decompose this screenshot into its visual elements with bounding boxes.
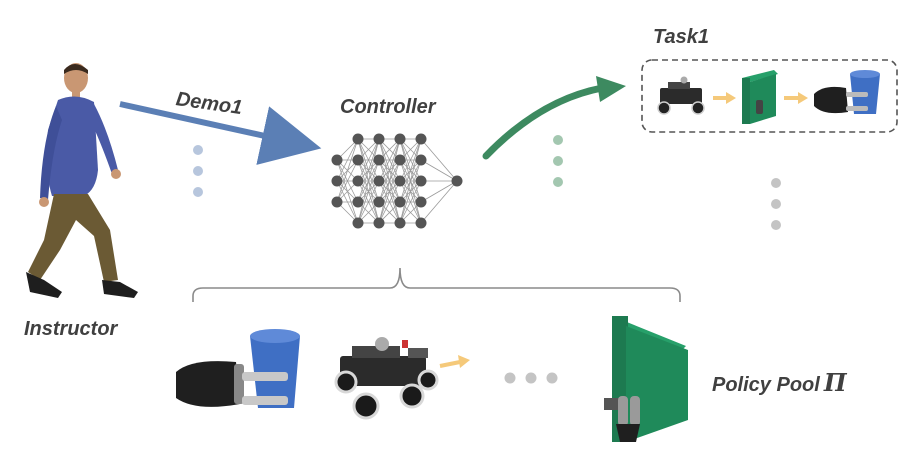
network-edge xyxy=(399,138,422,203)
task-step-arrow-2 xyxy=(784,92,808,104)
policy-pool-text: Policy Pool xyxy=(712,374,820,396)
network-edge xyxy=(420,180,458,224)
network-node xyxy=(415,217,427,229)
network-node xyxy=(373,175,385,187)
instructor-figure xyxy=(26,63,138,298)
pool-robot-car-icon xyxy=(334,337,439,420)
network-node xyxy=(394,154,406,166)
network-edge xyxy=(378,138,401,224)
network-node xyxy=(394,217,406,229)
network-node xyxy=(394,133,406,145)
network-node xyxy=(415,196,427,208)
task-arrow xyxy=(482,76,626,160)
demo-arrow xyxy=(119,101,322,165)
network-node xyxy=(394,196,406,208)
network-node xyxy=(415,133,427,145)
pool-step-arrow xyxy=(439,355,470,368)
network-edge xyxy=(399,159,422,224)
network-node xyxy=(352,175,364,187)
controller-label: Controller xyxy=(340,96,436,118)
network-node xyxy=(373,133,385,145)
network-edge xyxy=(336,138,359,182)
task-door-icon xyxy=(742,70,778,124)
network-node xyxy=(352,196,364,208)
task-ellipsis-dots xyxy=(553,135,563,187)
network-node xyxy=(373,154,385,166)
demo-ellipsis-dots xyxy=(193,145,203,197)
network-node xyxy=(415,154,427,166)
network-node xyxy=(352,154,364,166)
network-node xyxy=(373,196,385,208)
task-step-arrow-1 xyxy=(713,92,736,104)
network-edge xyxy=(336,159,359,203)
network-edge xyxy=(378,180,401,224)
instructor-label: Instructor xyxy=(24,318,118,340)
network-node xyxy=(373,217,385,229)
network-edge xyxy=(399,138,422,224)
network-edge xyxy=(399,180,422,224)
policy-pool-brace xyxy=(192,267,681,302)
network-edge xyxy=(399,138,422,182)
network-edge xyxy=(357,138,380,203)
network-edge xyxy=(357,159,380,224)
network-edge xyxy=(420,138,458,182)
task-box xyxy=(641,59,898,133)
network-edge xyxy=(357,180,380,224)
pool-door-icon xyxy=(604,316,688,442)
controller-network-icon xyxy=(331,133,463,229)
network-node xyxy=(331,175,343,187)
pool-ellipsis-dots xyxy=(504,372,558,384)
network-edge xyxy=(378,159,401,224)
network-node xyxy=(331,154,343,166)
policy-pool-symbol: Π xyxy=(823,368,847,397)
network-edge xyxy=(420,180,458,203)
network-edge xyxy=(357,138,380,182)
task-robot-car-icon xyxy=(657,76,705,115)
network-edge xyxy=(378,138,401,203)
network-node xyxy=(415,175,427,187)
network-edge xyxy=(357,138,380,224)
tasks-ellipsis-dots xyxy=(771,178,781,230)
network-edge xyxy=(378,138,401,182)
task-gripper-cup-icon xyxy=(814,70,880,114)
network-edge xyxy=(336,138,359,203)
network-node xyxy=(352,217,364,229)
task-label: Task1 xyxy=(653,26,709,48)
network-node xyxy=(352,133,364,145)
network-edge xyxy=(420,159,458,182)
network-node xyxy=(331,196,343,208)
network-node xyxy=(451,175,463,187)
network-node xyxy=(394,175,406,187)
pool-gripper-cup-icon xyxy=(176,329,300,408)
